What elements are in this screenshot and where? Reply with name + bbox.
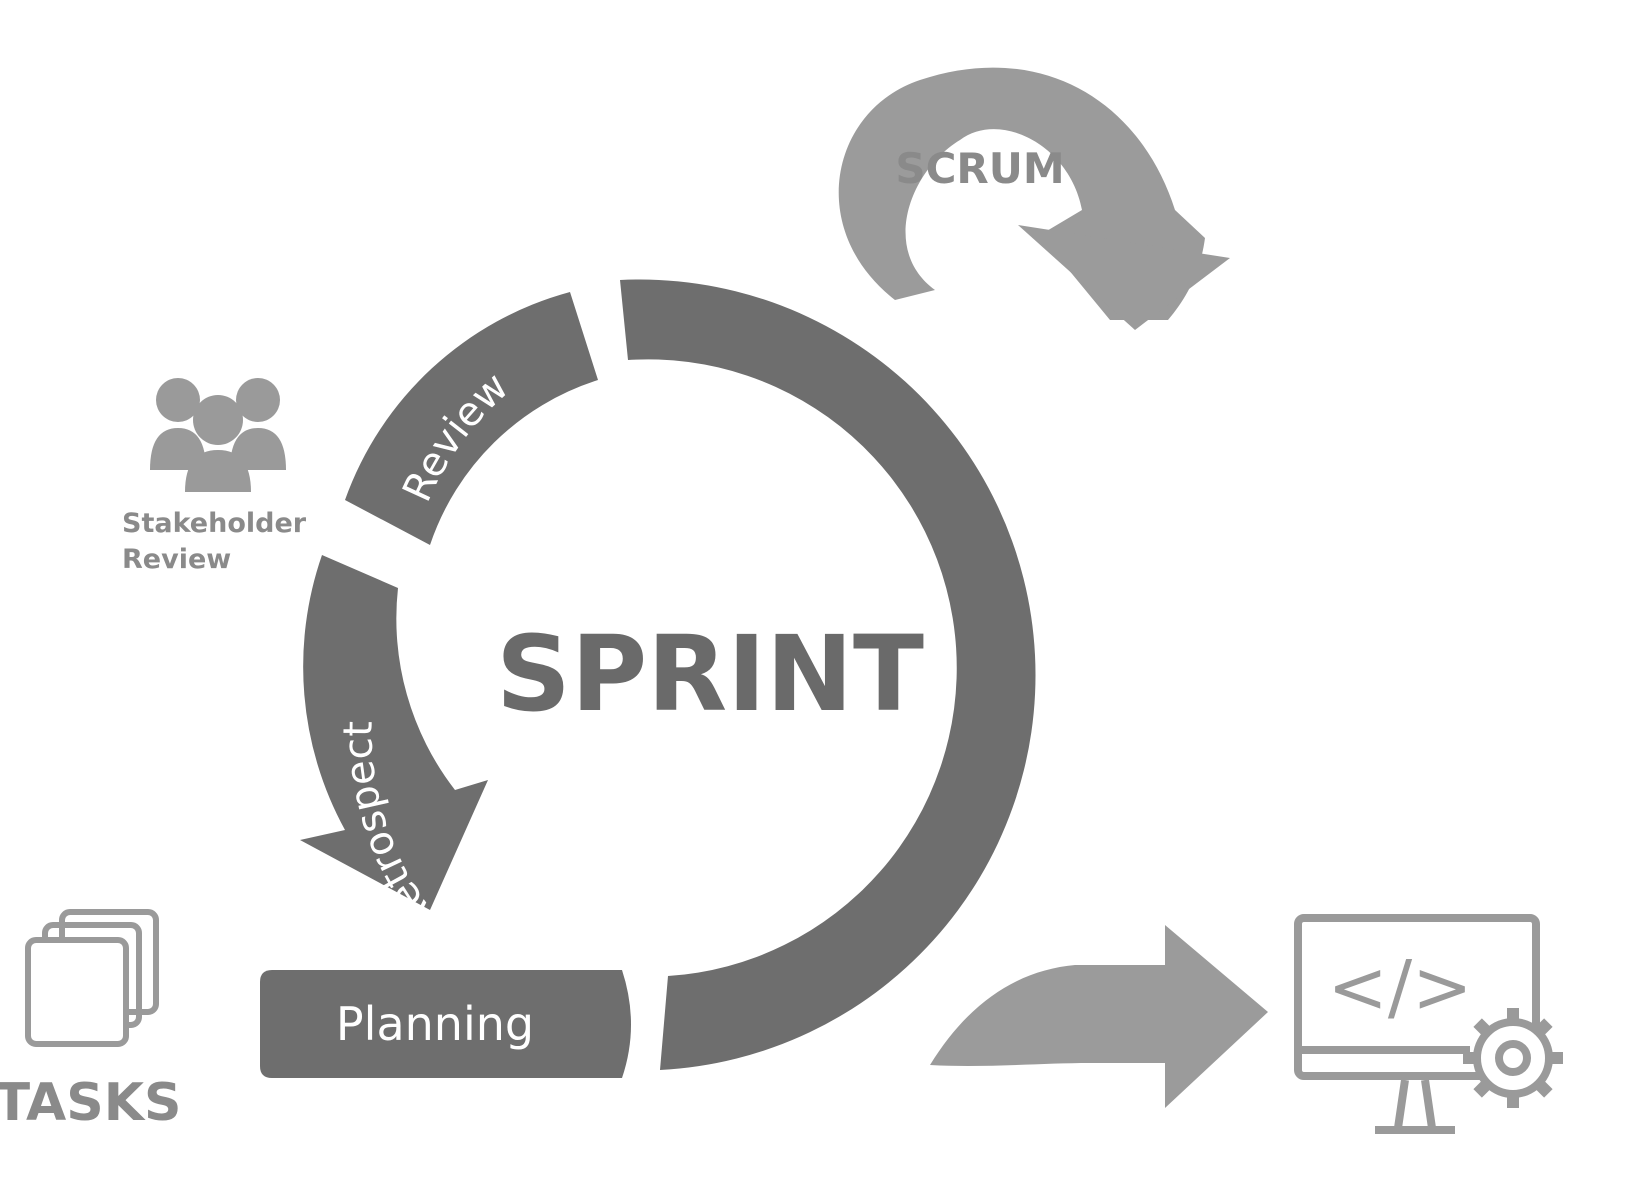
tasks-label: TASKS (0, 1073, 181, 1133)
monitor-code-gear-icon: </> (1294, 914, 1563, 1134)
people-group-icon (150, 378, 286, 492)
output-arrow (930, 925, 1268, 1108)
monitor-stand (1375, 1079, 1455, 1134)
retrospect-arrow (300, 555, 488, 910)
planning-label: Planning (336, 997, 534, 1051)
code-glyph: </> (1328, 945, 1473, 1029)
gear-icon (1463, 1008, 1563, 1108)
sprint-center-label: SPRINT (496, 613, 924, 735)
stakeholder-label-line2: Review (122, 544, 231, 575)
planning-bar (260, 970, 631, 1078)
scrum-loop-arrow (838, 67, 1230, 330)
stakeholder-label-line1: Stakeholder (122, 508, 307, 539)
scrum-label: SCRUM (895, 144, 1064, 193)
review-arc (345, 292, 598, 545)
scrum-loop-arrowhead (1018, 225, 1230, 330)
monitor-frame (1294, 914, 1540, 1080)
stacked-cards-icon (25, 909, 159, 1047)
implementation-arc (620, 279, 1036, 1070)
